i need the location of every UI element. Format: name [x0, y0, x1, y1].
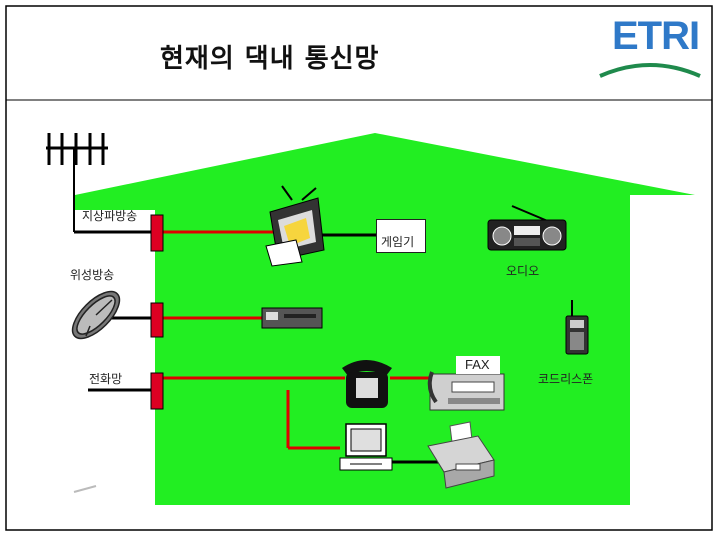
satellite-dish-icon: [71, 290, 121, 340]
label-satellite: 위성방송: [70, 268, 115, 282]
label-audio: 오디오: [506, 264, 540, 278]
printer-icon: [427, 421, 495, 489]
wiring: [74, 230, 440, 464]
fax-label-box: [456, 356, 500, 374]
tv-icon: [265, 185, 325, 267]
cordless-phone-icon: [565, 300, 589, 355]
label-fax: FAX: [465, 357, 490, 372]
page-title: 현재의 댁내 통신망: [160, 44, 380, 74]
game-console-box: [376, 219, 426, 253]
connector-satellite: [150, 302, 164, 338]
logo-arc-icon: [599, 63, 701, 78]
fax-machine-icon: [427, 371, 505, 411]
etri-logo: ETRI: [598, 14, 708, 78]
connector-terrestrial: [150, 214, 164, 252]
logo-text: ETRI: [612, 14, 700, 58]
label-game: 게임기: [381, 235, 415, 249]
connectors: [150, 214, 164, 410]
connector-telephone: [150, 372, 164, 410]
label-telephone-net: 전화망: [89, 372, 123, 386]
telephone-icon: [342, 360, 392, 408]
label-terrestrial: 지상파방송: [82, 209, 138, 223]
slide-frame: [5, 5, 713, 531]
audio-icon: [487, 205, 567, 251]
stray-mark: [73, 485, 97, 493]
computer-icon: [339, 423, 393, 471]
label-cordless: 코드리스폰: [538, 372, 594, 386]
set-top-box-icon: [261, 307, 323, 329]
antenna-icon: [46, 133, 108, 232]
